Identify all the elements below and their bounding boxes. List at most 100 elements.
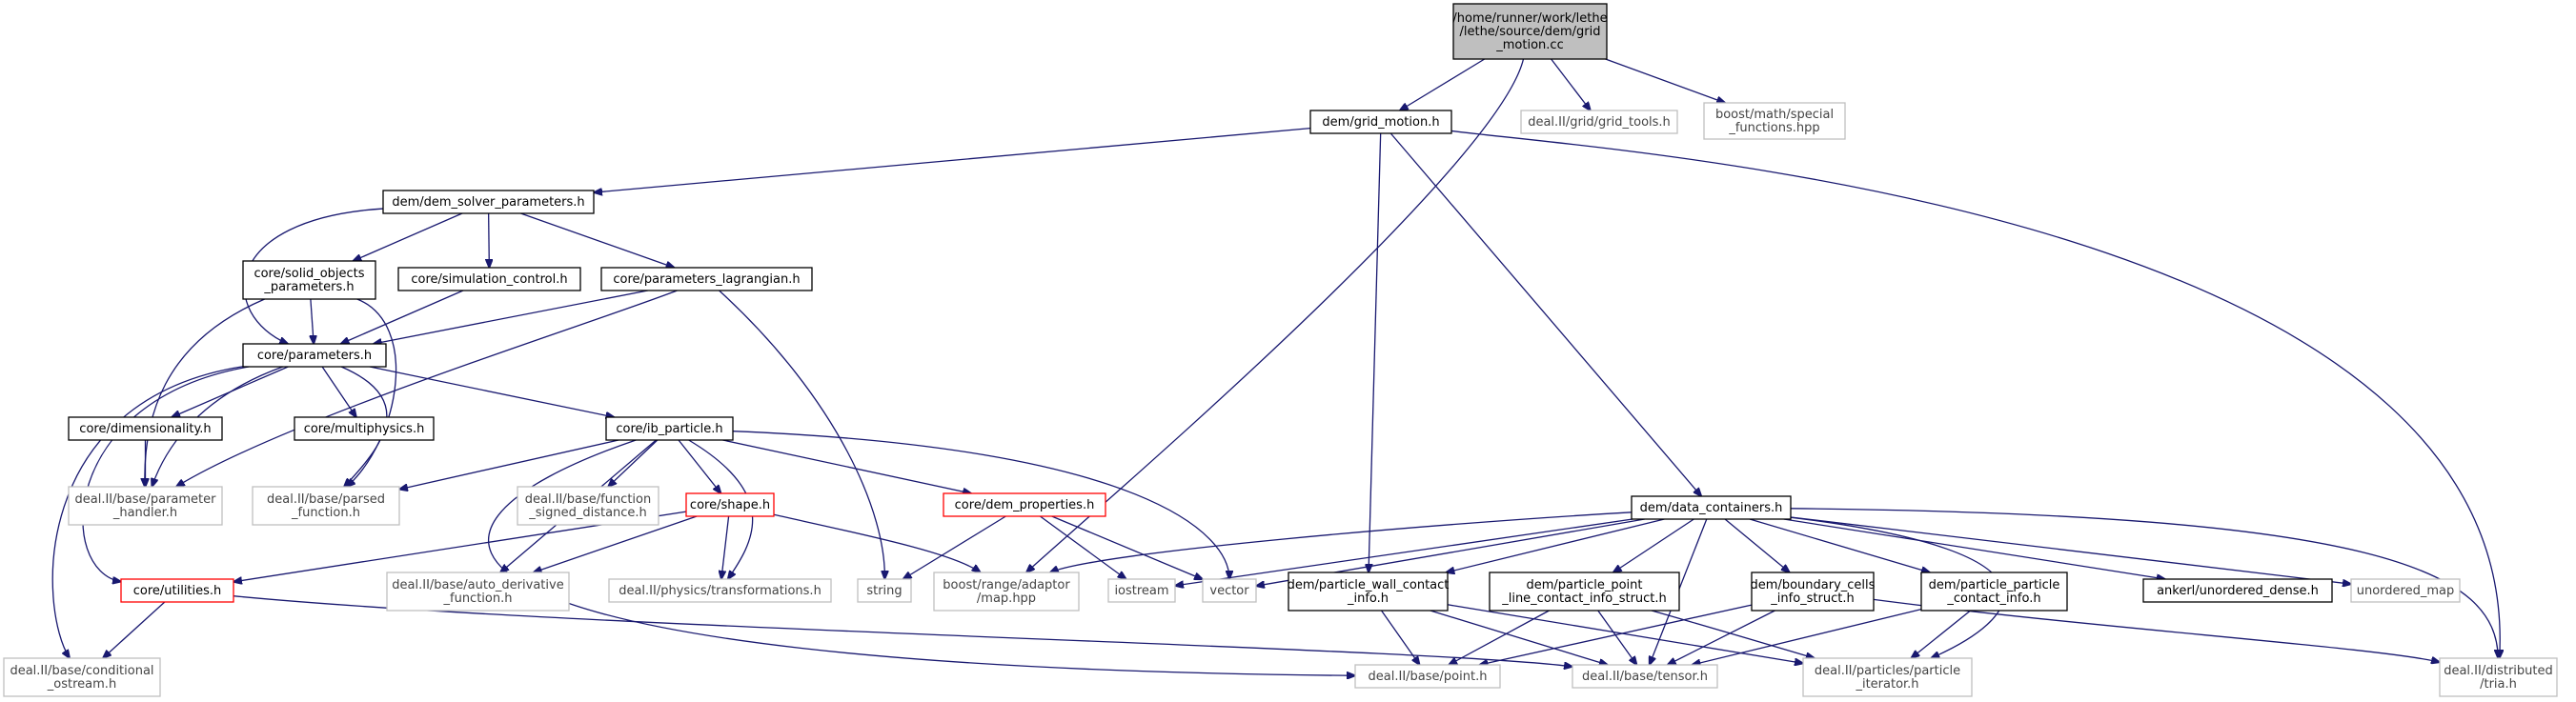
node-box: [1489, 572, 1680, 612]
node-iostream: iostream: [1107, 578, 1176, 603]
node-box: [685, 492, 775, 517]
node-label: core/dimensionality.h: [79, 422, 211, 436]
edge-parameters_lagrangian-to-parameters: [374, 290, 648, 344]
node-label: /tria.h: [2480, 677, 2517, 692]
node-box: [1572, 664, 1718, 689]
edge-dem_solver_parameters-to-parameters_lagrangian: [520, 212, 674, 268]
node-multiphysics[interactable]: core/multiphysics.h: [294, 416, 435, 441]
node-shape[interactable]: core/shape.h: [685, 492, 775, 517]
node-box: [1802, 657, 1973, 697]
node-vector: vector: [1202, 578, 1257, 603]
edge-ib_particle-to-dem_properties: [722, 439, 971, 493]
node-box: [857, 578, 912, 603]
node-ib-particle[interactable]: core/ib_particle.h: [605, 416, 734, 441]
node-box: [386, 572, 570, 612]
node-pp-contact[interactable]: dem/particle_particle_contact_info.h: [1920, 572, 2068, 612]
node-root[interactable]: /home/runner/work/lethe/lethe/source/dem…: [1452, 3, 1608, 60]
edge-simulation_control-to-parameters: [341, 290, 464, 344]
node-dem-properties[interactable]: core/dem_properties.h: [943, 492, 1106, 517]
edge-ib_particle-to-point: [487, 439, 1355, 675]
node-box: [1309, 110, 1452, 134]
edge-particle_wall-to-particle_iterator: [1447, 604, 1803, 664]
edge-data_containers-to-unordered_map: [1790, 516, 2351, 584]
node-box: [120, 578, 234, 603]
node-label: deal.II/base/parameter: [74, 492, 216, 507]
node-simulation-control[interactable]: core/simulation_control.h: [397, 267, 581, 291]
node-point-line[interactable]: dem/particle_point_line_contact_info_str…: [1489, 572, 1680, 612]
edge-data_containers-to-ankerl: [1783, 518, 2165, 579]
node-ankerl[interactable]: ankerl/unordered_dense.h: [2142, 578, 2333, 603]
node-solid-objects[interactable]: core/solid_objects_parameters.h: [242, 260, 376, 300]
edge-solid_objects-to-parameter_handler: [145, 298, 265, 487]
edge-pp_contact-to-tensor: [1692, 608, 1922, 665]
node-box: [600, 267, 813, 291]
node-boundary-cells[interactable]: dem/boundary_cells_info_struct.h: [1751, 572, 1876, 612]
node-label: string: [866, 584, 902, 598]
node-box: [397, 267, 581, 291]
edge-root-to-grid_motion_h: [1400, 58, 1486, 110]
node-label: core/shape.h: [690, 498, 770, 512]
node-unordered-map: unordered_map: [2350, 578, 2461, 603]
node-label: dem/grid_motion.h: [1322, 115, 1439, 130]
edge-dem_solver_parameters-to-solid_objects: [353, 212, 463, 261]
edge-point_line-to-particle_iterator: [1651, 610, 1815, 658]
node-box: [1202, 578, 1257, 603]
node-label: deal.II/base/parsed: [267, 492, 385, 507]
edge-particle_wall-to-point: [1381, 610, 1420, 665]
node-label: deal.II/base/tensor.h: [1582, 670, 1708, 684]
edge-ib_particle-to-function_signed: [608, 439, 659, 487]
node-box: [1920, 572, 2068, 612]
edge-shape-to-transformations: [721, 515, 730, 579]
node-particle-wall[interactable]: dem/particle_wall_contact_info.h: [1288, 572, 1450, 612]
node-data-containers[interactable]: dem/data_containers.h: [1631, 495, 1792, 520]
node-label: _signed_distance.h: [528, 506, 647, 520]
node-box: [608, 578, 832, 603]
edge-pp_contact-to-particle_iterator: [1911, 610, 1972, 658]
node-dimensionality[interactable]: core/dimensionality.h: [68, 416, 223, 441]
node-label: deal.II/particles/particle: [1815, 664, 1960, 678]
node-utilities[interactable]: core/utilities.h: [120, 578, 234, 603]
edge-ib_particle-to-shape: [678, 439, 720, 493]
node-label: _contact_info.h: [1946, 592, 2040, 606]
node-box: [3, 657, 161, 697]
edge-dem_properties-to-vector: [1051, 515, 1203, 579]
edge-grid_motion_h-to-distributed_tria: [1450, 130, 2500, 658]
node-dem-solver-parameters[interactable]: dem/dem_solver_parameters.h: [382, 190, 595, 214]
edge-boundary_cells-to-tensor: [1668, 610, 1775, 665]
node-function-signed: deal.II/base/function_signed_distance.h: [517, 486, 659, 526]
node-label: boost/math/special: [1715, 108, 1834, 122]
node-box: [294, 416, 435, 441]
node-parameters-lagrangian[interactable]: core/parameters_lagrangian.h: [600, 267, 813, 291]
edge-parameters-to-conditional_ostream: [51, 366, 244, 658]
node-label: _motion.cc: [1495, 38, 1563, 52]
node-label: core/utilities.h: [133, 584, 222, 598]
edge-root-to-adaptor_map: [1026, 58, 1525, 572]
node-grid-motion-h[interactable]: dem/grid_motion.h: [1309, 110, 1452, 134]
edge-grid_motion_h-to-data_containers: [1389, 132, 1701, 496]
node-parameters[interactable]: core/parameters.h: [242, 343, 387, 368]
edge-data_containers-to-adaptor_map: [1050, 511, 1633, 572]
node-grid-tools: deal.II/grid/grid_tools.h: [1520, 110, 1678, 134]
node-label: deal.II/base/conditional: [10, 664, 153, 678]
node-box: [1354, 664, 1501, 689]
node-box: [2350, 578, 2461, 603]
node-label: deal.II/base/point.h: [1369, 670, 1488, 684]
node-label: deal.II/grid/grid_tools.h: [1528, 115, 1671, 130]
edge-solid_objects-to-parsed_function: [347, 298, 397, 487]
node-point: deal.II/base/point.h: [1354, 664, 1501, 689]
node-label: _info.h: [1347, 592, 1389, 606]
node-box: [943, 492, 1106, 517]
node-parameter-handler: deal.II/base/parameter_handler.h: [68, 486, 223, 526]
edge-data_containers-to-boundary_cells: [1724, 518, 1790, 572]
edge-point_line-to-point: [1449, 610, 1550, 665]
edge-parameters-to-utilities: [82, 366, 250, 582]
node-box: [517, 486, 659, 526]
node-label: core/solid_objects: [254, 267, 364, 281]
node-tensor: deal.II/base/tensor.h: [1572, 664, 1718, 689]
node-box: [2142, 578, 2333, 603]
node-label: _info_struct.h: [1770, 592, 1854, 606]
node-label: core/parameters_lagrangian.h: [613, 272, 800, 287]
node-box: [68, 416, 223, 441]
node-label: ankerl/unordered_dense.h: [2157, 584, 2319, 598]
